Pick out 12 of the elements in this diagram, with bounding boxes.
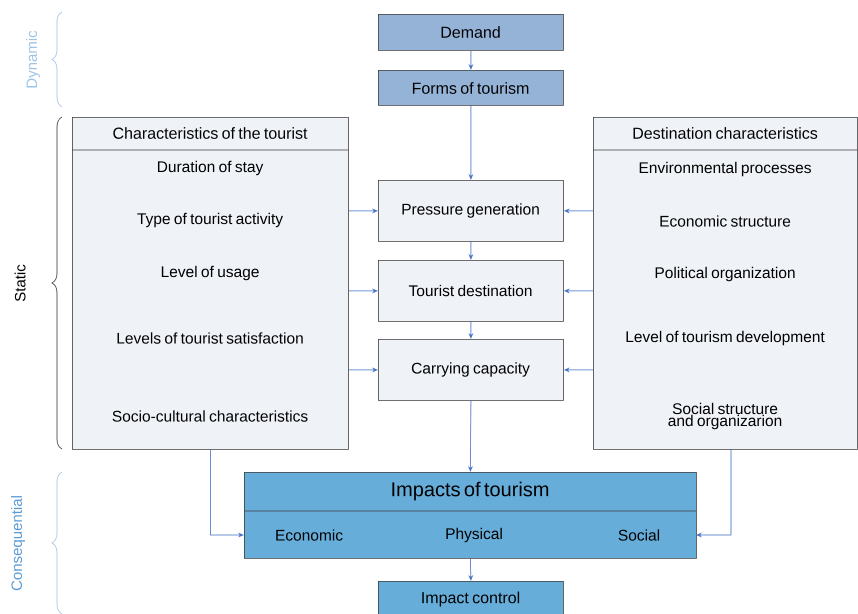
section-label: Consequential: [11, 496, 25, 590]
process-box: Pressure generation: [378, 180, 564, 242]
process-box: Demand: [378, 14, 564, 51]
list-panel: Destination characteristics Environmental processes Economic structure Political organization Level of tourism development Social structure and organizarion: [592, 117, 858, 450]
list-panel: Characteristics of the tourist Duration of stay Type of tourist activity Level of usage Levels of tourist satisfaction Socio-cultural characteristics: [72, 117, 349, 450]
process-box: Impact control: [378, 581, 564, 614]
section-label: Dynamic: [26, 30, 40, 88]
impact-box: Impacts of tourism Economic Physical Social: [244, 472, 697, 559]
section-label: Static: [14, 264, 26, 302]
process-box: Carrying capacity: [378, 339, 564, 401]
process-box: Tourist destination: [378, 260, 564, 322]
process-box: Forms of tourism: [378, 70, 564, 106]
